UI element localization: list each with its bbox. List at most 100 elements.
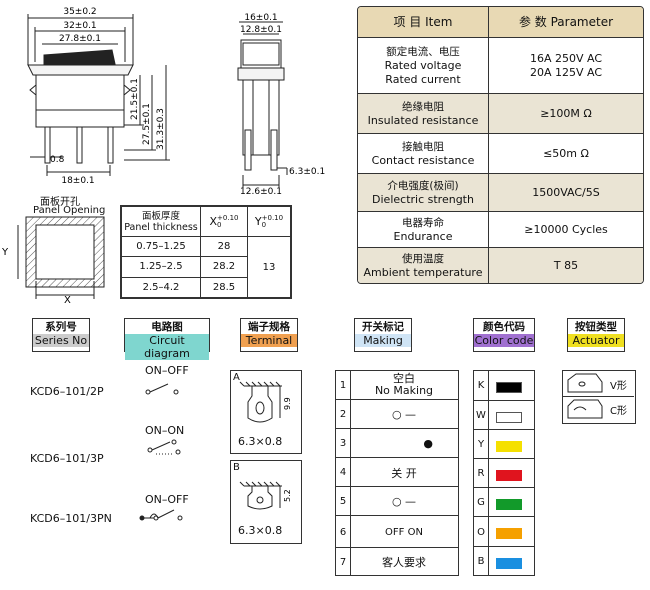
param-row-temperature: 使用温度 Ambient temperature T 85 — [358, 247, 643, 283]
pt-row1-x: 28 — [200, 235, 248, 258]
pt-header-x-sub: 0 — [217, 220, 222, 229]
panel-opening-title-cn: 面板开孔 — [40, 197, 80, 208]
terminal-b-letter: B — [233, 462, 240, 473]
param-dielectric-value: 1500VAC/5S — [489, 174, 643, 212]
making-row-3: 3 ● — [336, 428, 458, 458]
circuit-label-1: ON–OFF — [145, 364, 189, 377]
param-insulation-en: Insulated resistance — [367, 114, 479, 127]
actuator-header-cn: 按钮类型 — [575, 321, 617, 333]
color-row-g: G — [474, 487, 534, 517]
color-swatch-g — [496, 498, 522, 510]
making-header-cn: 开关标记 — [362, 321, 404, 333]
param-rated-v2: 20A 125V AC — [529, 66, 603, 79]
making-sym-6: OFF ON — [385, 526, 423, 538]
terminal-a-dim: 9.9 — [283, 397, 292, 410]
pt-header-x-sup: +0.10 — [217, 213, 239, 222]
making-sym-5: ○ — — [391, 495, 417, 508]
param-row-endurance: 电器寿命 Endurance ≥10000 Cycles — [358, 211, 643, 248]
series-model-3: KCD6–101/3PN — [30, 512, 112, 525]
param-rated-en1: Rated voltage — [384, 59, 462, 72]
side-dim-12-8: 12.8±0.1 — [240, 25, 282, 35]
making-num-2: 2 — [336, 400, 351, 429]
circuit-label-3: ON–OFF — [145, 493, 189, 506]
param-row-contact: 接触电阻 Contact resistance ≤50m Ω — [358, 133, 643, 174]
terminal-b-size: 6.3×0.8 — [238, 524, 283, 537]
terminal-box-b — [230, 460, 302, 544]
dim-21-5: 21.5±0.1 — [130, 78, 140, 120]
making-row-4: 4 关 开 — [336, 457, 458, 487]
making-sym-2: ○ — — [391, 408, 417, 421]
making-row-7: 7 客人要求 — [336, 547, 458, 576]
panel-y-label: Y — [1, 247, 9, 258]
color-header-cn: 颜色代码 — [483, 321, 525, 333]
side-dim-12-6: 12.6±0.1 — [240, 187, 282, 195]
param-endurance-en: Endurance — [393, 230, 453, 243]
param-contact-cn: 接触电阻 — [402, 141, 444, 153]
color-swatch-k — [496, 381, 522, 393]
pt-row2-thickness: 1.25–2.5 — [121, 256, 201, 278]
color-code-r: R — [474, 459, 489, 488]
color-row-o: O — [474, 516, 534, 547]
series-header: 系列号 Series No — [32, 318, 90, 352]
making-num-3: 3 — [336, 429, 351, 458]
making-table: 1 空白 No Making 2 ○ — 3 ● 4 关 开 5 ○ — 6 O… — [335, 370, 459, 576]
actuator-label-c: C形 — [610, 406, 627, 417]
param-rated-cn: 额定电流、电压 — [386, 46, 460, 58]
actuator-header: 按钮类型 Actuator — [567, 318, 625, 352]
terminal-header-en: Terminal — [241, 334, 297, 347]
color-code-b: B — [474, 547, 489, 576]
pt-row3-x: 28.5 — [200, 276, 248, 299]
making-1-text1: 空白 — [393, 372, 415, 385]
making-num-7: 7 — [336, 548, 351, 576]
param-dielectric-en: Dielectric strength — [372, 193, 474, 206]
param-row-insulation: 绝缘电阻 Insulated resistance ≥100M Ω — [358, 93, 643, 134]
making-1-text2: No Making — [374, 384, 434, 397]
color-header-en: Color code — [474, 334, 534, 347]
series-model-1: KCD6–101/2P — [30, 385, 104, 398]
side-dim-6-3: 6.3±0.1 — [289, 167, 325, 177]
color-row-k: K — [474, 371, 534, 400]
dim-27-8: 27.8±0.1 — [59, 34, 101, 44]
color-row-y: Y — [474, 429, 534, 459]
switch-side-drawing: 16±0.1 12.8±0.1 6.3±0.1 12.6±0.1 — [237, 13, 325, 195]
terminal-header-cn: 端子规格 — [248, 321, 290, 333]
pt-header-en: Panel thickness — [124, 221, 198, 233]
color-swatch-r — [496, 469, 522, 481]
color-swatch-y — [496, 440, 522, 452]
circuit-header-en: Circuit diagram — [125, 334, 209, 360]
param-temperature-en: Ambient temperature — [363, 266, 483, 279]
series-header-cn: 系列号 — [45, 321, 77, 333]
param-dielectric-cn: 介电强度(极间) — [387, 180, 459, 192]
making-num-4: 4 — [336, 458, 351, 487]
param-insulation-value: ≥100M Ω — [489, 94, 643, 134]
param-row-rated: 额定电流、电压 Rated voltage Rated current 16A … — [358, 37, 643, 94]
param-insulation-cn: 绝缘电阻 — [402, 101, 444, 113]
param-rated-v1: 16A 250V AC — [529, 52, 603, 65]
dim-27-5: 27.5±0.1 — [142, 103, 152, 145]
circuit-symbols — [139, 383, 183, 521]
making-header-en: Making — [355, 334, 411, 347]
pt-row2-x: 28.2 — [200, 256, 248, 278]
color-code-g: G — [474, 488, 489, 517]
making-sym-7: 客人要求 — [382, 556, 426, 569]
making-num-5: 5 — [336, 487, 351, 516]
switch-front-drawing: 35±0.2 32±0.1 27.8±0.1 21.5±0.1 27.5±0.1… — [27, 7, 170, 186]
pt-header-y-sub: 0 — [261, 220, 267, 229]
pt-header-cn: 面板厚度 — [141, 210, 180, 222]
color-code-w: W — [474, 401, 489, 430]
color-row-w: W — [474, 400, 534, 430]
terminal-a-letter: A — [233, 372, 240, 383]
param-contact-en: Contact resistance — [371, 154, 475, 167]
pt-row3-thickness: 2.5–4.2 — [121, 276, 201, 299]
pt-row1-thickness: 0.75–1.25 — [121, 235, 201, 258]
parameter-table: 项 目 Item 参 数 Parameter 额定电流、电压 Rated vol… — [357, 6, 644, 284]
pt-header-y-main: Y — [254, 214, 262, 228]
color-row-b: B — [474, 546, 534, 576]
dim-31-3: 31.3±0.3 — [156, 108, 166, 150]
color-header: 颜色代码 Color code — [473, 318, 535, 352]
terminal-box-a — [230, 370, 302, 454]
param-rated-en2: Rated current — [385, 73, 461, 86]
terminal-a-size: 6.3×0.8 — [238, 435, 283, 448]
